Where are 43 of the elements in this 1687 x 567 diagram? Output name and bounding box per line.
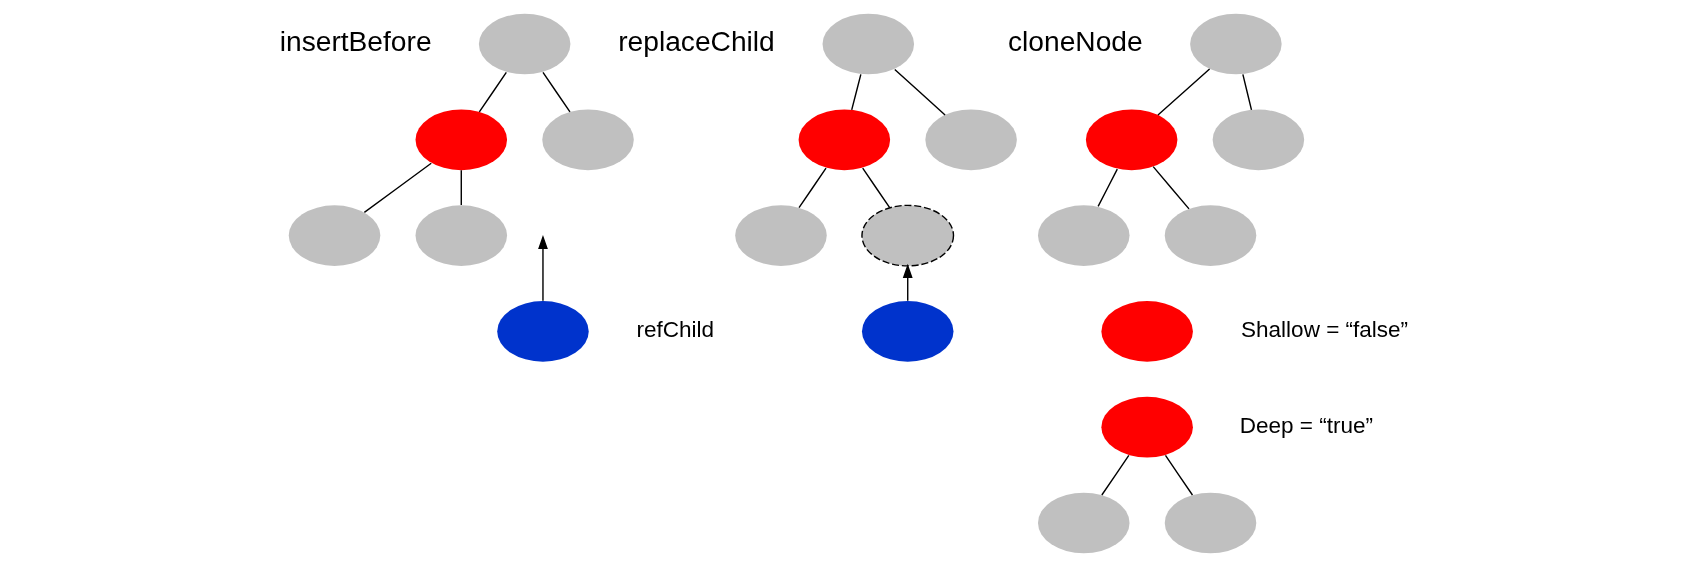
connector [1096, 168, 1118, 208]
connector [478, 71, 507, 113]
connector [1241, 73, 1252, 111]
connector [363, 162, 432, 214]
node-label: refChild [636, 316, 714, 342]
connector [541, 71, 571, 113]
connector [797, 167, 827, 209]
node-ellipse [288, 205, 380, 266]
connector [1156, 68, 1210, 116]
connector [861, 167, 890, 209]
node-ellipse [1164, 205, 1256, 266]
connector [1164, 454, 1193, 496]
node-ellipse [734, 205, 827, 266]
node-ellipse [1100, 396, 1193, 458]
connector [1152, 165, 1190, 210]
node-ellipse [1164, 492, 1256, 554]
label: replaceChild [617, 26, 775, 58]
node-ellipse [798, 109, 890, 171]
node-ellipse [924, 109, 1017, 171]
node-ellipse [415, 109, 507, 171]
node-label: Shallow = “false” [1240, 316, 1408, 342]
node-ellipse [860, 204, 954, 267]
node-ellipse [822, 13, 914, 75]
connector [893, 68, 946, 116]
connector [460, 169, 462, 206]
node-ellipse [1100, 301, 1193, 362]
node-ellipse [861, 301, 953, 362]
node-ellipse [1037, 205, 1130, 266]
node-ellipse [415, 205, 507, 266]
arrow [537, 234, 548, 302]
connector [850, 73, 862, 111]
node-ellipse [1212, 109, 1304, 171]
node-ellipse [478, 13, 570, 75]
label: insertBefore [279, 26, 432, 58]
node-label: Deep = “true” [1239, 412, 1373, 438]
node-ellipse [1085, 109, 1177, 171]
node-ellipse [541, 109, 634, 171]
node-ellipse [496, 301, 589, 362]
connector [1100, 454, 1129, 496]
node-ellipse [1189, 13, 1282, 75]
node-ellipse [1037, 492, 1130, 554]
label: cloneNode [1007, 26, 1143, 58]
arrow [902, 263, 913, 302]
